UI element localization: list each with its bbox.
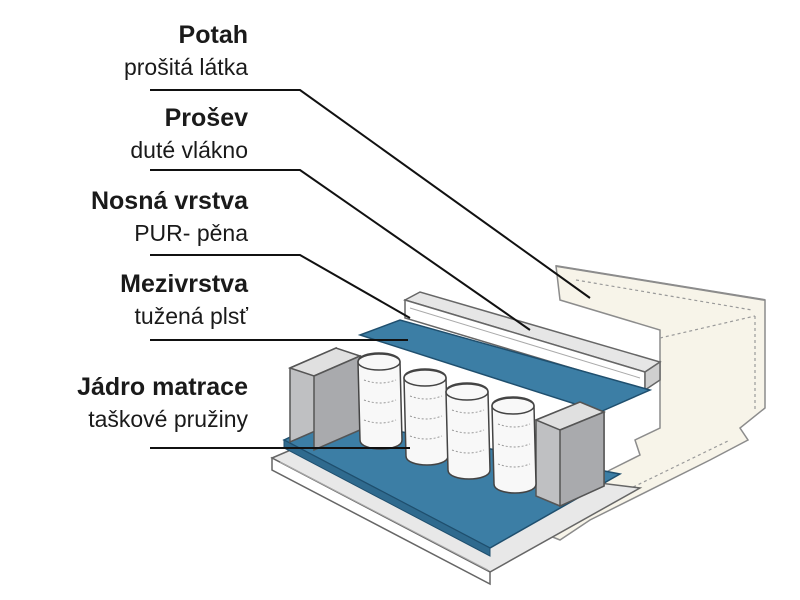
- pocket-spring-2: [403, 368, 449, 466]
- label-prosev-subtitle: duté vlákno: [130, 137, 248, 163]
- pocket-spring-3: [445, 382, 491, 480]
- pocket-spring-4: [491, 396, 537, 494]
- label-potah-subtitle: prošitá látka: [123, 54, 248, 80]
- foam-layer-top: [357, 319, 653, 413]
- label-prosev: Prošev duté vlákno: [130, 101, 248, 165]
- pocket-spring-1: [357, 352, 403, 450]
- leader-line-potah: [150, 89, 591, 299]
- pocket-springs: [357, 352, 537, 494]
- label-mezivrstva-title: Mezivrstva: [120, 270, 248, 298]
- label-jadro-matrace-title: Jádro matrace: [77, 373, 248, 401]
- edge-block-right: [534, 401, 606, 508]
- label-potah: Potah prošitá látka: [124, 18, 248, 82]
- label-mezivrstva: Mezivrstva tužená plsť: [120, 267, 248, 331]
- label-nosna-vrstva-subtitle: PUR- pěna: [134, 220, 248, 246]
- leader-line-nosna-vrstva: [150, 254, 411, 319]
- leader-lines: [150, 89, 591, 449]
- leader-line-prosev: [150, 169, 531, 331]
- fiber-layer-top: [403, 291, 662, 392]
- label-potah-title: Potah: [178, 21, 248, 49]
- label-nosna-vrstva-title: Nosná vrstva: [90, 187, 248, 215]
- label-jadro-matrace: Jádro matrace taškové pružiny: [77, 370, 248, 434]
- label-mezivrstva-subtitle: tužená plsť: [134, 303, 248, 329]
- label-prosev-title: Prošev: [164, 104, 248, 132]
- edge-block-left: [287, 346, 363, 452]
- label-jadro-matrace-subtitle: taškové pružiny: [88, 406, 248, 432]
- label-nosna-vrstva: Nosná vrstva PUR- pěna: [91, 184, 248, 248]
